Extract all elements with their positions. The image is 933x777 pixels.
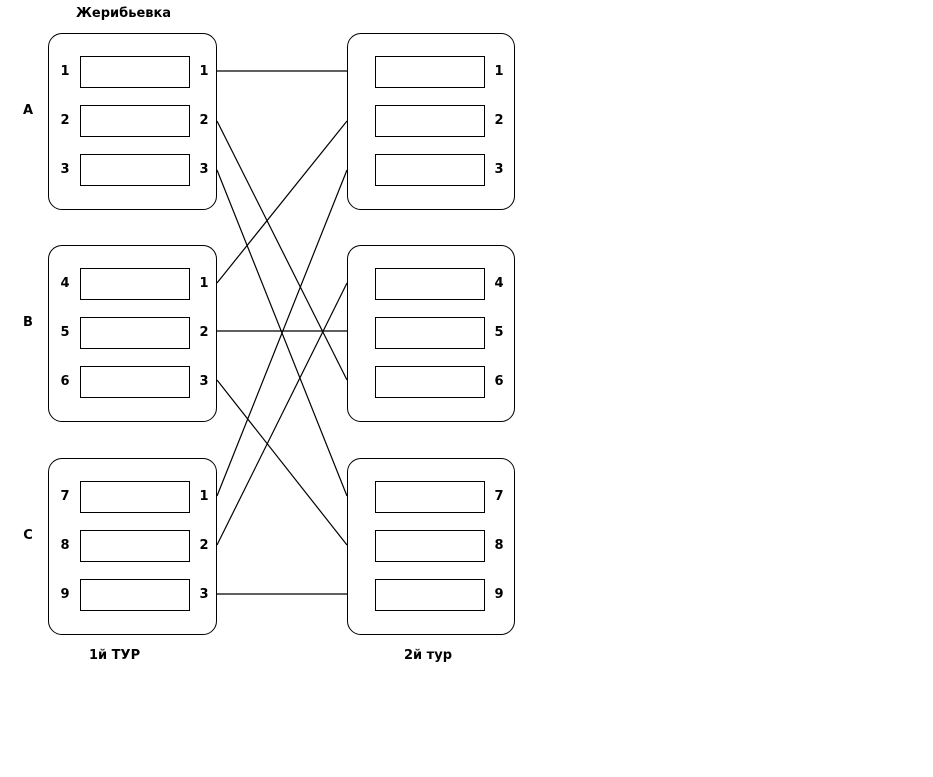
slot-number: 7 xyxy=(494,489,504,504)
slot-inner-number: 1 xyxy=(199,276,209,291)
slot-entry-box[interactable] xyxy=(375,530,485,562)
connection-line xyxy=(216,282,348,546)
slot-row[interactable]: 5 xyxy=(348,317,514,349)
group-box-round2-2[interactable]: 4 5 6 xyxy=(347,245,515,422)
slot-outer-number: 7 xyxy=(60,489,70,504)
slot-inner-number: 3 xyxy=(199,162,209,177)
slot-outer-number: 3 xyxy=(60,162,70,177)
slot-entry-box[interactable] xyxy=(375,366,485,398)
group-letter-b: B xyxy=(23,315,33,330)
connection-line xyxy=(216,120,348,284)
group-box-c[interactable]: 7 1 8 2 9 3 xyxy=(48,458,217,635)
slot-outer-number: 5 xyxy=(60,325,70,340)
slot-row[interactable]: 4 1 xyxy=(49,268,216,300)
slot-row[interactable]: 7 xyxy=(348,481,514,513)
slot-inner-number: 1 xyxy=(199,64,209,79)
connection-line xyxy=(216,169,348,497)
slot-entry-box[interactable] xyxy=(80,481,190,513)
slot-row[interactable]: 8 xyxy=(348,530,514,562)
slot-entry-box[interactable] xyxy=(375,317,485,349)
slot-number: 6 xyxy=(494,374,504,389)
slot-entry-box[interactable] xyxy=(375,481,485,513)
slot-entry-box[interactable] xyxy=(80,366,190,398)
slot-number: 5 xyxy=(494,325,504,340)
page-title: Жерибьевка xyxy=(76,6,172,21)
slot-entry-box[interactable] xyxy=(80,579,190,611)
group-box-round2-3[interactable]: 7 8 9 xyxy=(347,458,515,635)
connection-line xyxy=(216,120,348,381)
slot-entry-box[interactable] xyxy=(375,579,485,611)
group-box-b[interactable]: 4 1 5 2 6 3 xyxy=(48,245,217,422)
slot-outer-number: 2 xyxy=(60,113,70,128)
slot-row[interactable]: 9 xyxy=(348,579,514,611)
slot-entry-box[interactable] xyxy=(80,268,190,300)
slot-row[interactable]: 2 xyxy=(348,105,514,137)
group-letter-c: C xyxy=(23,528,33,543)
slot-entry-box[interactable] xyxy=(375,105,485,137)
slot-row[interactable]: 6 xyxy=(348,366,514,398)
slot-entry-box[interactable] xyxy=(375,154,485,186)
slot-inner-number: 3 xyxy=(199,374,209,389)
slot-outer-number: 8 xyxy=(60,538,70,553)
slot-number: 3 xyxy=(494,162,504,177)
slot-outer-number: 4 xyxy=(60,276,70,291)
group-box-a[interactable]: 1 1 2 2 3 3 xyxy=(48,33,217,210)
group-letter-a: A xyxy=(22,103,34,118)
slot-number: 4 xyxy=(494,276,504,291)
slot-entry-box[interactable] xyxy=(375,56,485,88)
slot-inner-number: 3 xyxy=(199,587,209,602)
slot-row[interactable]: 3 xyxy=(348,154,514,186)
slot-outer-number: 1 xyxy=(60,64,70,79)
slot-row[interactable]: 2 2 xyxy=(49,105,216,137)
group-box-round2-1[interactable]: 1 2 3 xyxy=(347,33,515,210)
slot-row[interactable]: 5 2 xyxy=(49,317,216,349)
connection-line xyxy=(216,379,348,546)
slot-row[interactable]: 7 1 xyxy=(49,481,216,513)
slot-row[interactable]: 9 3 xyxy=(49,579,216,611)
slot-number: 9 xyxy=(494,587,504,602)
slot-row[interactable]: 1 1 xyxy=(49,56,216,88)
slot-inner-number: 1 xyxy=(199,489,209,504)
slot-row[interactable]: 4 xyxy=(348,268,514,300)
slot-number: 8 xyxy=(494,538,504,553)
slot-entry-box[interactable] xyxy=(80,56,190,88)
slot-entry-box[interactable] xyxy=(80,105,190,137)
slot-entry-box[interactable] xyxy=(80,530,190,562)
slot-entry-box[interactable] xyxy=(80,154,190,186)
slot-row[interactable]: 1 xyxy=(348,56,514,88)
slot-number: 1 xyxy=(494,64,504,79)
slot-inner-number: 2 xyxy=(199,538,209,553)
round-label-1: 1й ТУР xyxy=(89,648,141,663)
slot-entry-box[interactable] xyxy=(375,268,485,300)
slot-row[interactable]: 6 3 xyxy=(49,366,216,398)
slot-number: 2 xyxy=(494,113,504,128)
slot-inner-number: 2 xyxy=(199,113,209,128)
slot-outer-number: 9 xyxy=(60,587,70,602)
slot-outer-number: 6 xyxy=(60,374,70,389)
slot-inner-number: 2 xyxy=(199,325,209,340)
slot-entry-box[interactable] xyxy=(80,317,190,349)
connection-line xyxy=(216,169,348,497)
slot-row[interactable]: 8 2 xyxy=(49,530,216,562)
round-label-2: 2й тур xyxy=(404,648,452,663)
slot-row[interactable]: 3 3 xyxy=(49,154,216,186)
